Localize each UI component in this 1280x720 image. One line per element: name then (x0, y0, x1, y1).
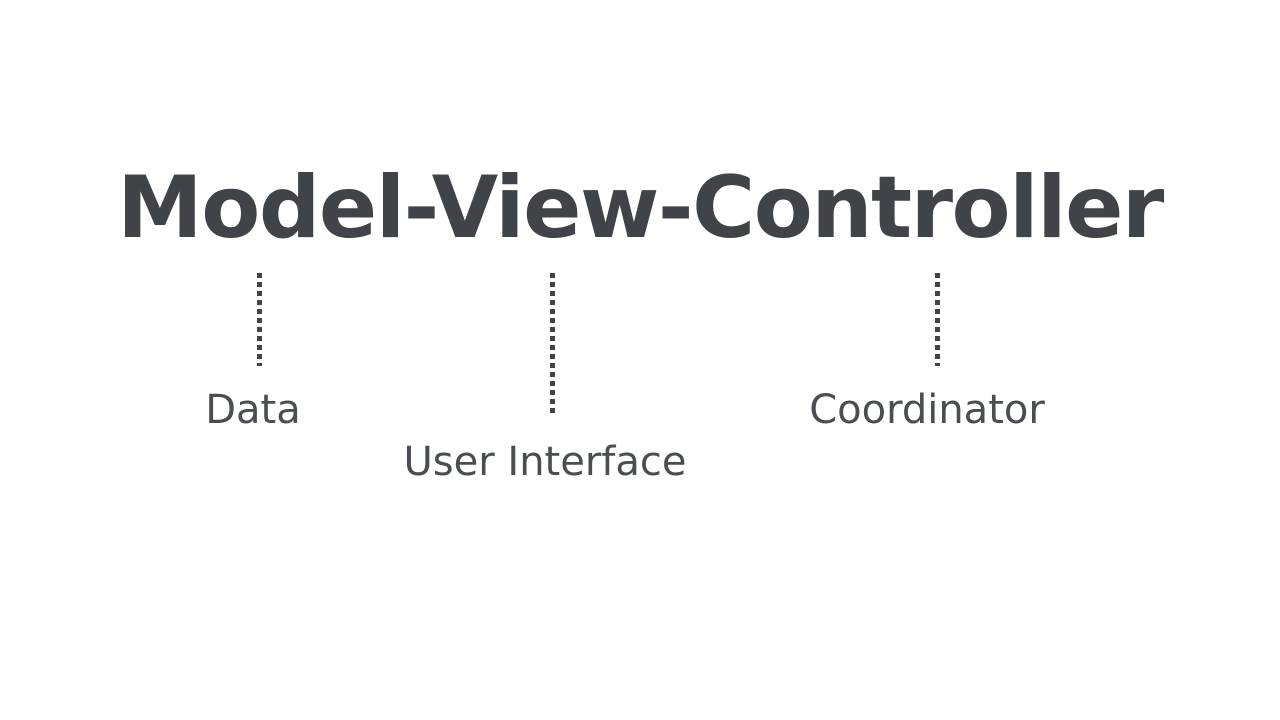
annotation-label-controller: Coordinator (809, 387, 1045, 433)
connector-line-view (550, 273, 555, 414)
annotation-label-view: User Interface (403, 439, 687, 485)
annotation-label-model: Data (205, 387, 301, 433)
page-title: Model-View-Controller (117, 158, 1164, 258)
connector-line-controller (935, 273, 940, 366)
connector-line-model (257, 273, 262, 366)
